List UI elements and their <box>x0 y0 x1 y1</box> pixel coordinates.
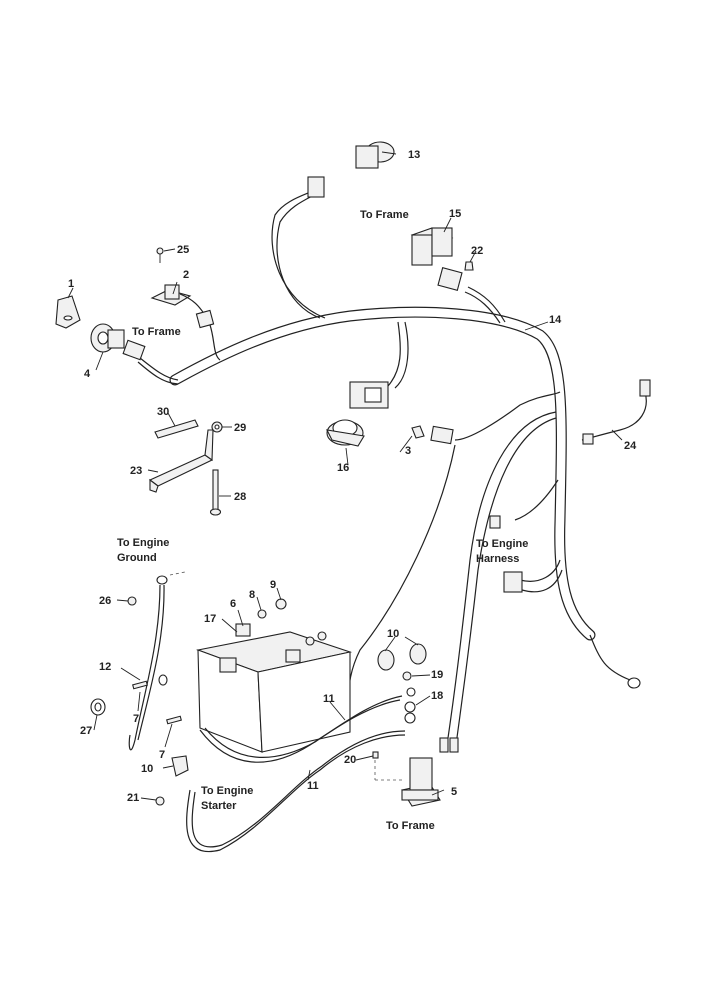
label-3: 3 <box>405 445 411 457</box>
label-13: 13 <box>408 149 420 161</box>
note-to-frame-left: To Frame <box>132 326 181 338</box>
ground-cable <box>128 575 168 751</box>
label-10b: 10 <box>141 763 153 775</box>
label-14: 14 <box>549 314 562 326</box>
label-30: 30 <box>157 406 169 418</box>
relay-connector <box>349 381 389 409</box>
label-15: 15 <box>449 208 461 220</box>
label-17: 17 <box>204 613 216 625</box>
battery-hardware <box>127 596 327 806</box>
safety-switch <box>410 227 463 291</box>
diode-connector <box>411 425 454 445</box>
label-28: 28 <box>234 491 246 503</box>
bolt-28 <box>209 469 222 516</box>
relay-bracket <box>150 284 221 361</box>
label-7a: 7 <box>133 713 139 725</box>
label-24: 24 <box>624 440 637 452</box>
solenoid-hardware <box>377 643 427 724</box>
label-4: 4 <box>84 368 91 380</box>
screw-25 <box>156 247 164 263</box>
part-labels: 1 2 3 4 5 6 7 7 8 9 10 10 11 11 12 13 14… <box>68 149 637 804</box>
label-2: 2 <box>183 269 189 281</box>
seat-switch <box>307 141 395 198</box>
leader-lines <box>67 151 623 801</box>
label-8: 8 <box>249 589 255 601</box>
label-11b: 11 <box>307 780 319 792</box>
bolts-7 <box>132 680 182 725</box>
ring-27 <box>90 698 106 716</box>
label-19: 19 <box>431 669 443 681</box>
label-22: 22 <box>471 245 483 257</box>
battery <box>195 623 353 753</box>
note-engine-harness-line1: To Engine <box>476 538 528 550</box>
battery-cables <box>186 695 406 853</box>
label-29: 29 <box>234 422 246 434</box>
label-5: 5 <box>451 786 457 798</box>
note-to-frame-bottom: To Frame <box>386 820 435 832</box>
label-7b: 7 <box>159 749 165 761</box>
label-1: 1 <box>68 278 74 290</box>
note-engine-ground-line2: Ground <box>117 552 157 564</box>
starter-solenoid <box>372 751 441 807</box>
label-18: 18 <box>431 690 443 702</box>
terminal-boot-10a <box>171 755 189 777</box>
label-27: 27 <box>80 725 92 737</box>
hold-down-bar <box>148 429 214 493</box>
label-20: 20 <box>344 754 356 766</box>
label-9: 9 <box>270 579 276 591</box>
nut-29 <box>211 421 223 433</box>
label-16: 16 <box>337 462 349 474</box>
label-6: 6 <box>230 598 236 610</box>
label-26: 26 <box>99 595 111 607</box>
label-25: 25 <box>177 244 189 256</box>
fuse-holder <box>581 379 651 445</box>
note-to-frame-top: To Frame <box>360 209 409 221</box>
label-11a: 11 <box>323 693 335 705</box>
ignition-switch <box>90 323 125 353</box>
spade-terminals <box>439 515 523 753</box>
ring-terminal <box>627 677 641 689</box>
switch-connector <box>122 339 179 385</box>
label-10a: 10 <box>387 628 399 640</box>
label-23: 23 <box>130 465 142 477</box>
note-engine-harness-line2: Harness <box>476 553 519 565</box>
screw-22 <box>464 261 474 271</box>
notes: To Frame To Frame To Frame To Engine Gro… <box>117 209 528 832</box>
note-engine-ground-line1: To Engine <box>117 537 169 549</box>
label-12: 12 <box>99 661 111 673</box>
note-engine-starter-line2: Starter <box>201 800 237 812</box>
alarm-buzzer <box>326 419 365 447</box>
label-21: 21 <box>127 792 139 804</box>
ignition-key <box>55 295 81 329</box>
tape-strip <box>154 419 199 439</box>
note-engine-starter-line1: To Engine <box>201 785 253 797</box>
main-wire-harness <box>169 189 631 746</box>
